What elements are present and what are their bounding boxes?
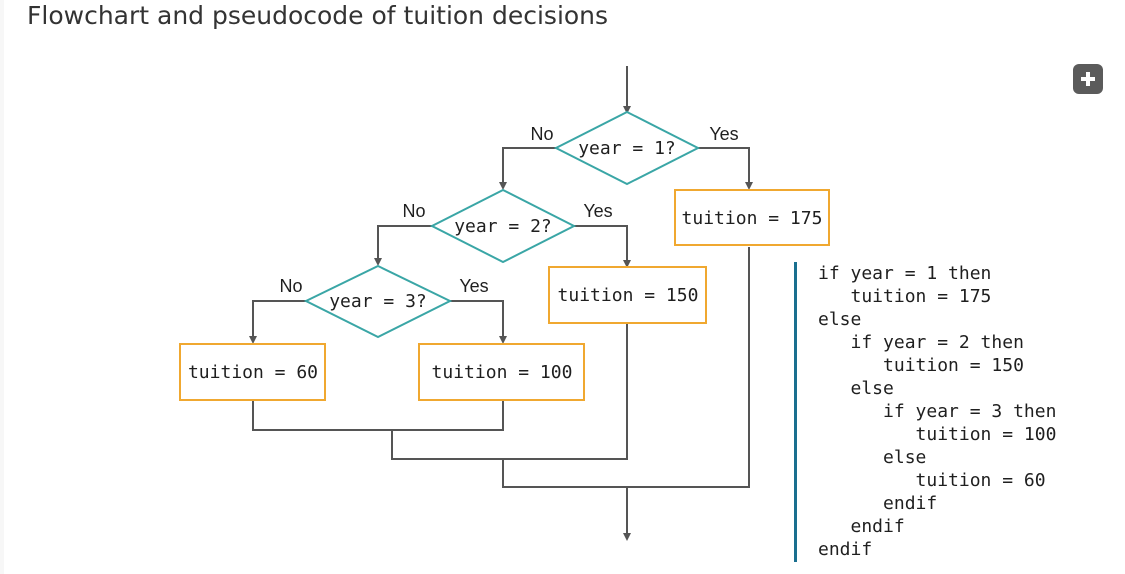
code-line: endif — [818, 539, 873, 560]
no-label: No — [402, 201, 425, 221]
pseudocode-bar — [794, 262, 797, 562]
yes-label: Yes — [709, 124, 738, 144]
expand-button[interactable] — [1073, 64, 1103, 94]
decision-year-2: year = 2? No Yes — [402, 188, 613, 264]
code-line: tuition = 100 — [818, 424, 1057, 445]
plus-icon — [1081, 72, 1095, 86]
code-line: if year = 2 then — [818, 332, 1024, 353]
code-line: tuition = 175 — [818, 286, 992, 307]
decision-year-3: year = 3? No Yes — [279, 264, 489, 339]
connector-lines — [249, 66, 753, 541]
no-label: No — [530, 124, 553, 144]
yes-label: Yes — [459, 276, 488, 296]
code-line: else — [818, 378, 894, 399]
code-line: endif — [818, 493, 938, 514]
code-line: tuition = 60 — [818, 470, 1046, 491]
decision-year-1: year = 1? No Yes — [530, 110, 739, 186]
process-tuition-100: tuition = 100 — [418, 343, 585, 401]
process-text: tuition = 150 — [558, 285, 699, 306]
decision-text: year = 2? — [454, 216, 552, 237]
code-line: endif — [818, 516, 905, 537]
process-tuition-60: tuition = 60 — [179, 343, 326, 401]
decision-text: year = 3? — [329, 291, 427, 312]
code-line: if year = 3 then — [818, 401, 1057, 422]
code-line: if year = 1 then — [818, 263, 992, 284]
process-text: tuition = 60 — [188, 362, 318, 383]
process-text: tuition = 100 — [432, 362, 573, 383]
yes-label: Yes — [583, 201, 612, 221]
code-line: tuition = 150 — [818, 355, 1024, 376]
no-label: No — [279, 276, 302, 296]
decision-text: year = 1? — [578, 138, 676, 159]
page-title: Flowchart and pseudocode of tuition deci… — [27, 1, 609, 30]
code-line: else — [818, 309, 862, 330]
process-tuition-175: tuition = 175 — [674, 189, 830, 246]
process-tuition-150: tuition = 150 — [548, 266, 707, 324]
code-line: else — [818, 447, 927, 468]
pseudocode-block: if year = 1 then tuition = 175 else if y… — [818, 262, 1056, 561]
process-text: tuition = 175 — [682, 208, 823, 229]
